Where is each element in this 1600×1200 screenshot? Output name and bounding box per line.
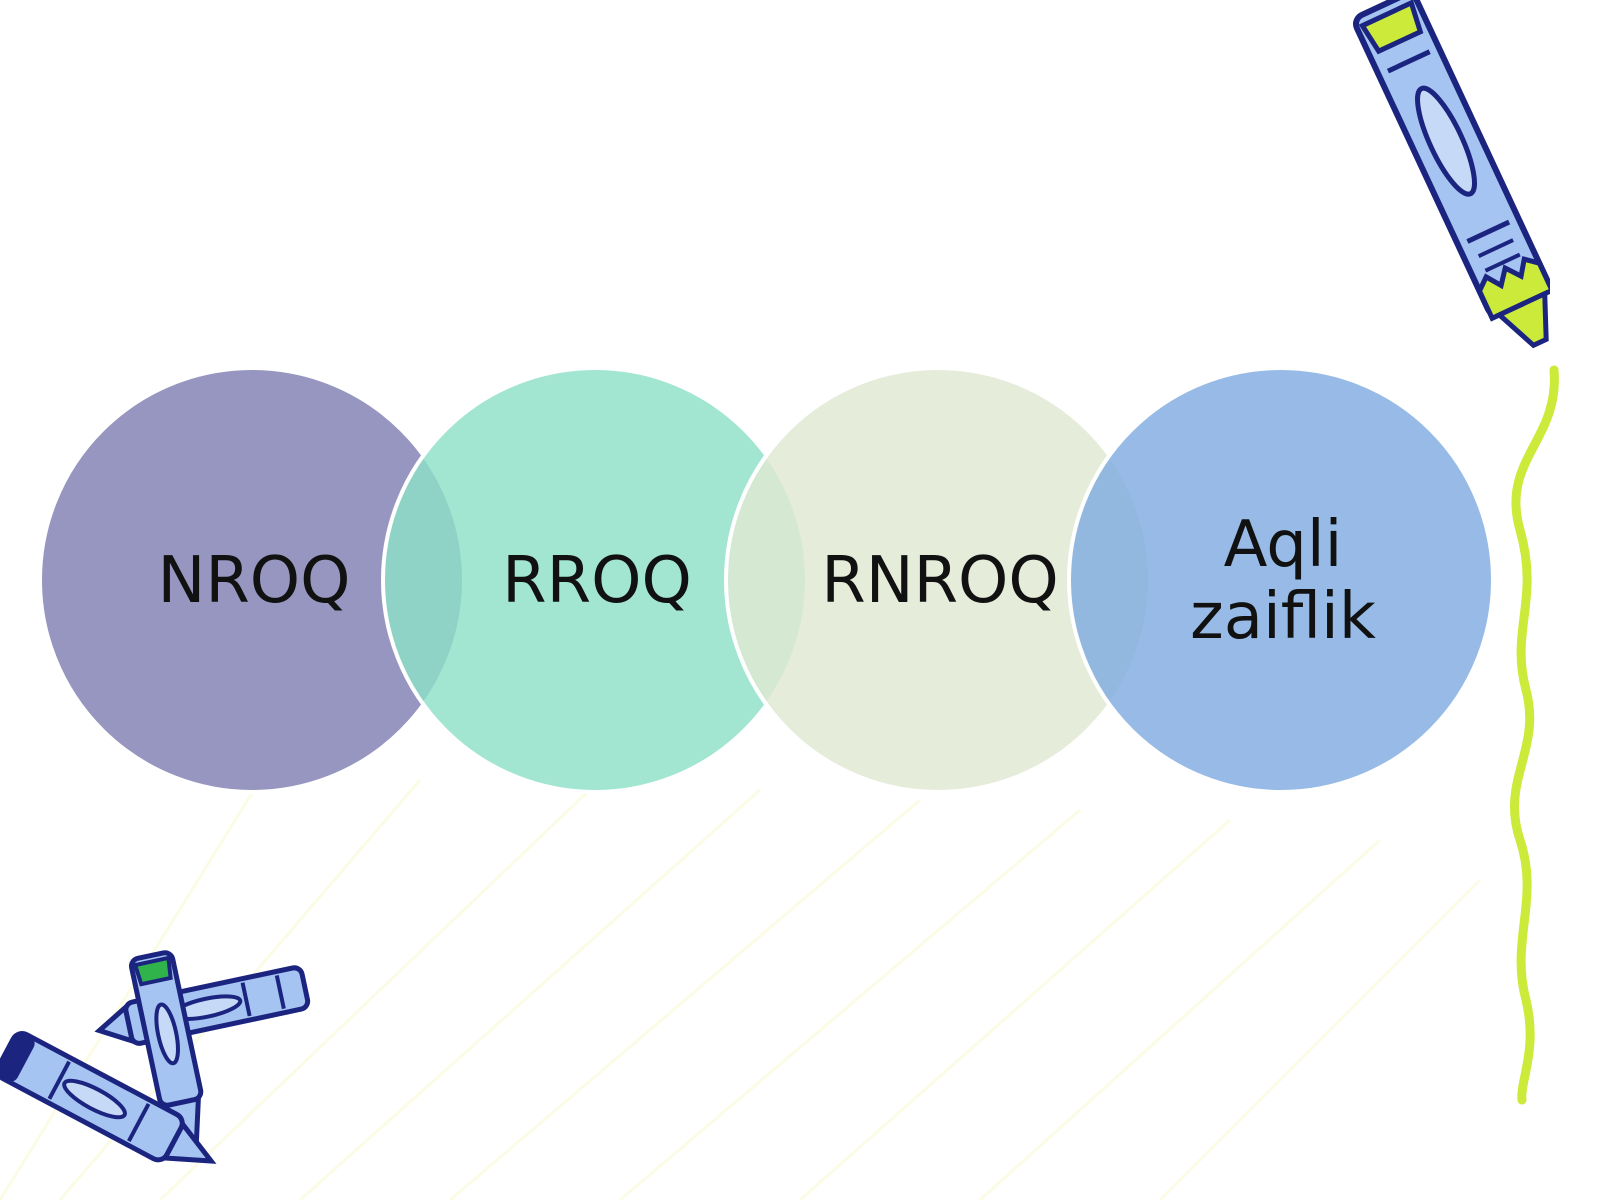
- crayon-icon: [1353, 0, 1550, 349]
- circle-label-3: RNROQ: [821, 544, 1059, 618]
- diagram-circle-4: [1067, 366, 1495, 794]
- squiggle-line: [1510, 365, 1559, 1105]
- crayons-icon: [0, 950, 311, 1164]
- circle-label-1: NROQ: [157, 544, 350, 618]
- circle-label-2: RROQ: [502, 544, 692, 618]
